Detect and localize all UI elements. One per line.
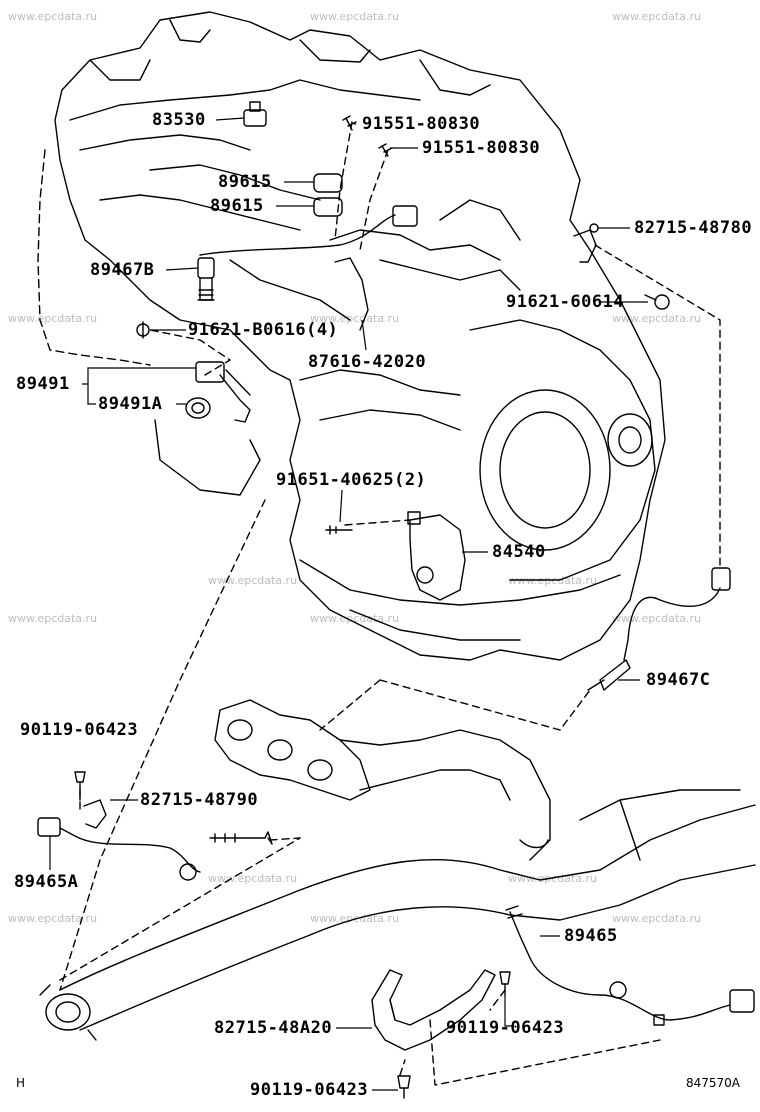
callout-lines [49, 117, 648, 1091]
part-label-90119-06423[interactable]: 90119-06423 [250, 1080, 369, 1100]
part-82715-48A20-bracket [371, 969, 496, 1051]
part-label-91551-80830[interactable]: 91551-80830 [422, 138, 541, 158]
part-label-89615[interactable]: 89615 [218, 172, 272, 192]
corner-mark: H [16, 1076, 26, 1090]
part-89491A-o-ring [185, 397, 211, 419]
part-89465-oxygen-sensor [505, 905, 755, 1026]
part-label-90119-06423[interactable]: 90119-06423 [446, 1018, 565, 1038]
part-label-87616-42020[interactable]: 87616-42020 [308, 352, 427, 372]
watermark: www.epcdata.ru [310, 612, 400, 625]
part-91621-B0616-bolt [136, 321, 150, 339]
part-90119-bolt [397, 1075, 411, 1099]
engine-block-outline [37, 11, 666, 661]
part-91651-bolt [325, 525, 353, 535]
part-label-89467B[interactable]: 89467B [90, 260, 155, 280]
part-label-82715-48780[interactable]: 82715-48780 [634, 218, 753, 238]
watermark: www.epcdata.ru [612, 312, 702, 325]
part-91551-bolt [342, 115, 393, 157]
part-label-89491[interactable]: 89491 [16, 374, 70, 394]
watermark: www.epcdata.ru [8, 912, 98, 925]
part-label-91621-B0616[interactable]: 91621-B0616(4) [188, 320, 339, 340]
watermark: www.epcdata.ru [208, 872, 298, 885]
part-87616-hose [334, 257, 369, 331]
part-82715-48790-clamp [83, 799, 107, 829]
part-label-89615[interactable]: 89615 [210, 196, 264, 216]
watermark: www.epcdata.ru [612, 612, 702, 625]
part-label-82715-48A20[interactable]: 82715-48A20 [214, 1018, 333, 1038]
leader-lines [59, 121, 721, 1086]
part-label-91621-60614[interactable]: 91621-60614 [506, 292, 625, 312]
part-91621-60614-bolt [644, 294, 670, 310]
part-label-89465[interactable]: 89465 [564, 926, 618, 946]
part-label-90119-06423[interactable]: 90119-06423 [20, 720, 139, 740]
watermark: www.epcdata.ru [310, 10, 400, 23]
watermark: www.epcdata.ru [612, 912, 702, 925]
wire-harness [199, 214, 396, 256]
watermark: www.epcdata.ru [8, 612, 98, 625]
part-label-83530[interactable]: 83530 [152, 110, 206, 130]
part-label-84540[interactable]: 84540 [492, 542, 546, 562]
part-89615-sensor [313, 173, 343, 217]
part-label-89491A[interactable]: 89491A [98, 394, 163, 414]
part-label-91551-80830[interactable]: 91551-80830 [362, 114, 481, 134]
part-label-89467C[interactable]: 89467C [646, 670, 711, 690]
watermark: www.epcdata.ru [208, 574, 298, 587]
part-89467B-oxygen-sensor [197, 257, 215, 301]
part-89467C-oxygen-sensor [587, 567, 731, 691]
watermark: www.epcdata.ru [8, 10, 98, 23]
part-89491-sensor [195, 361, 251, 423]
connector [392, 205, 418, 227]
drawing-number: 847570A [686, 1076, 741, 1090]
watermark: www.epcdata.ru [8, 312, 98, 325]
part-label-89465A[interactable]: 89465A [14, 872, 79, 892]
part-89465A-oxygen-sensor [37, 817, 273, 881]
part-90119-bolt [499, 971, 511, 996]
part-83530-switch [243, 101, 267, 127]
watermark: www.epcdata.ru [310, 312, 400, 325]
exhaust-pipe [39, 789, 756, 1041]
part-label-82715-48790[interactable]: 82715-48790 [140, 790, 259, 810]
part-label-91651-40625[interactable]: 91651-40625(2) [276, 470, 427, 490]
part-84540-neutral-switch [407, 511, 466, 601]
exhaust-manifold [214, 699, 551, 861]
part-90119-bolt [74, 771, 86, 801]
watermark: www.epcdata.ru [612, 10, 702, 23]
